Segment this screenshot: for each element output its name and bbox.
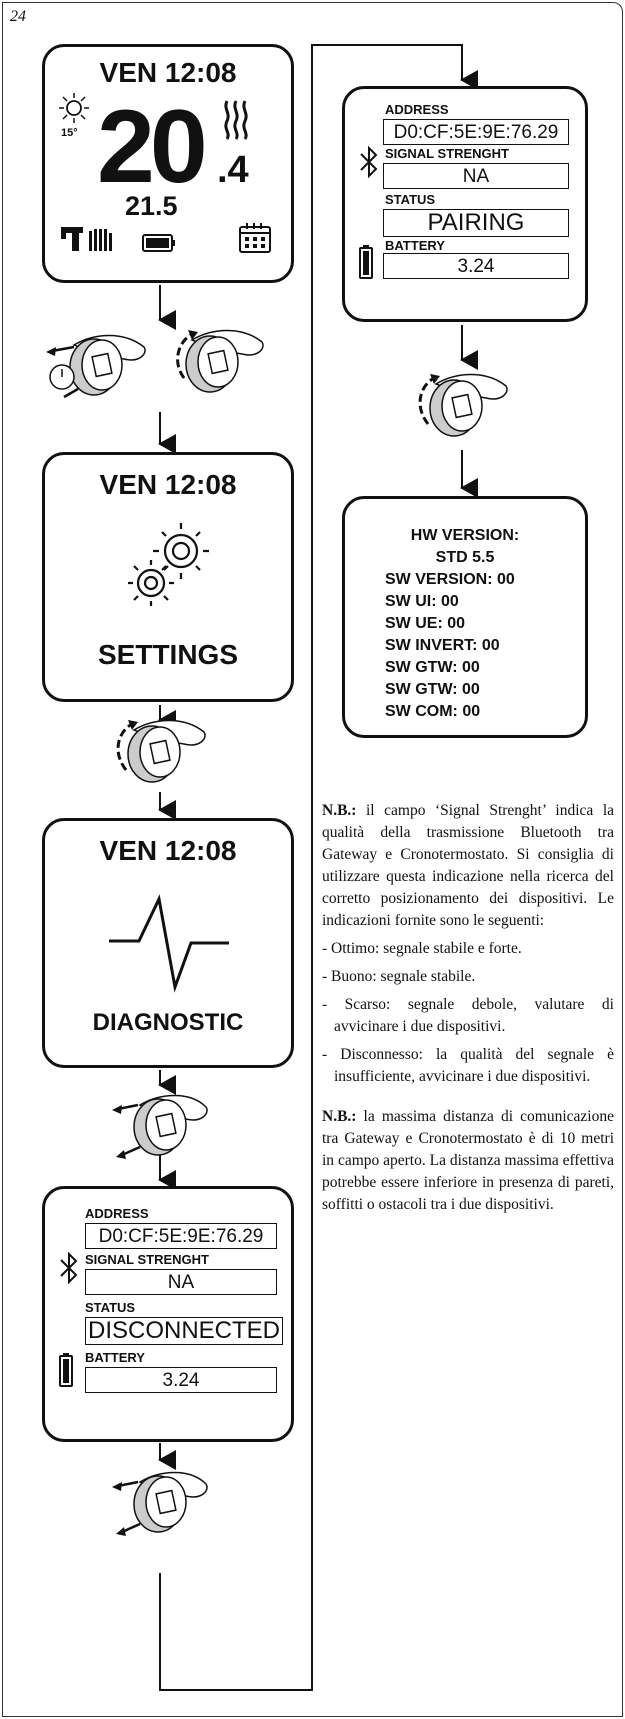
gears-icon bbox=[128, 523, 209, 606]
status-label: STATUS bbox=[385, 192, 436, 207]
bluetooth-icon bbox=[60, 1251, 78, 1285]
settings-screen: VEN 12:08 SETTINGS bbox=[42, 452, 294, 702]
setpoint-temp: 21.5 bbox=[125, 191, 178, 221]
knob-rotate-icon bbox=[176, 329, 264, 393]
list-item: - Scarso: segnale debole, valutare di av… bbox=[322, 996, 614, 1035]
signal-strength-value: NA bbox=[85, 1269, 277, 1295]
sun-icon bbox=[59, 93, 89, 123]
heating-waves-icon bbox=[224, 100, 248, 140]
battery-label: BATTERY bbox=[385, 238, 445, 253]
note-signal-strength: N.B.: il campo ‘Signal Strenght’ indica … bbox=[322, 800, 614, 932]
status-label: STATUS bbox=[85, 1300, 136, 1315]
home-screen: VEN 12:08 15° 20 .4 21.5 bbox=[42, 44, 294, 283]
battery-icon bbox=[142, 234, 175, 252]
knob-rotate-icon bbox=[116, 719, 206, 783]
signal-strength-label: SIGNAL STRENGHT bbox=[385, 146, 509, 161]
hw-version-label: HW VERSION: bbox=[410, 527, 520, 544]
status-value: PAIRING bbox=[383, 209, 569, 237]
note-label: N.B.: bbox=[322, 802, 357, 819]
battery-value: 3.24 bbox=[383, 253, 569, 279]
diagnostic-screen: VEN 12:08 DIAGNOSTIC bbox=[42, 818, 294, 1068]
knob-press-icon bbox=[112, 1471, 208, 1536]
list-item: - Disconnesso: la qualità del segnale è … bbox=[322, 1046, 614, 1085]
current-temp-integer: 20 bbox=[97, 89, 208, 205]
radiator-icon bbox=[89, 229, 112, 251]
notes-block: N.B.: il campo ‘Signal Strenght’ indica … bbox=[322, 800, 614, 1218]
diagnostic-day-time: VEN 12:08 bbox=[99, 835, 237, 866]
home-day-time: VEN 12:08 bbox=[99, 57, 237, 88]
hw-version-value: STD 5.5 bbox=[435, 549, 495, 566]
knob-press-icon bbox=[112, 1094, 208, 1159]
sw-invert-line: SW INVERT: 00 bbox=[385, 637, 500, 654]
battery-label: BATTERY bbox=[85, 1350, 145, 1365]
knob-rotate-icon bbox=[418, 373, 508, 437]
note-max-distance: N.B.: la massima distanza di comunicazio… bbox=[322, 1106, 614, 1216]
status-disconnected-screen: ADDRESS D0:CF:5E:9E:76.29 SIGNAL STRENGH… bbox=[42, 1186, 294, 1442]
boiler-tap-icon bbox=[61, 227, 83, 251]
address-label: ADDRESS bbox=[85, 1206, 149, 1221]
sw-gtw-line: SW GTW: 00 bbox=[385, 681, 480, 698]
signal-quality-list: - Ottimo: segnale stabile e forte. - Buo… bbox=[322, 938, 614, 1088]
sw-gtw-line: SW GTW: 00 bbox=[385, 659, 480, 676]
status-value: DISCONNECTED bbox=[85, 1317, 283, 1345]
address-value: D0:CF:5E:9E:76.29 bbox=[383, 119, 569, 145]
pulse-icon bbox=[109, 894, 229, 993]
status-pairing-screen: ADDRESS D0:CF:5E:9E:76.29 SIGNAL STRENGH… bbox=[342, 86, 588, 322]
note-label: N.B.: bbox=[322, 1108, 357, 1125]
bluetooth-icon bbox=[360, 145, 378, 179]
sw-com-line: SW COM: 00 bbox=[385, 703, 481, 720]
sw-version-line: SW VERSION: 00 bbox=[385, 571, 515, 588]
page-number: 24 bbox=[10, 8, 26, 25]
signal-strength-label: SIGNAL STRENGHT bbox=[85, 1252, 209, 1267]
settings-day-time: VEN 12:08 bbox=[99, 469, 237, 500]
note-text: la massima distanza di comunicazione tra… bbox=[322, 1108, 614, 1213]
outdoor-temp: 15° bbox=[61, 127, 78, 139]
battery-vertical-icon bbox=[59, 1353, 73, 1387]
knob-press-turn-icon bbox=[46, 334, 146, 399]
version-info-screen: HW VERSION: STD 5.5 SW VERSION: 00 SW UI… bbox=[342, 496, 588, 738]
sw-ue-line: SW UE: 00 bbox=[385, 615, 466, 632]
list-item: - Ottimo: segnale stabile e forte. bbox=[322, 940, 522, 957]
battery-vertical-icon bbox=[359, 245, 373, 279]
list-item: - Buono: segnale stabile. bbox=[322, 968, 476, 985]
address-label: ADDRESS bbox=[385, 102, 449, 117]
address-value: D0:CF:5E:9E:76.29 bbox=[85, 1223, 277, 1249]
calendar-icon bbox=[239, 223, 271, 253]
current-temp-decimal: .4 bbox=[217, 149, 249, 191]
settings-label: SETTINGS bbox=[97, 639, 238, 670]
battery-value: 3.24 bbox=[85, 1367, 277, 1393]
signal-strength-value: NA bbox=[383, 163, 569, 189]
note-text: il campo ‘Signal Strenght’ indica la qua… bbox=[322, 802, 614, 929]
version-info-list: HW VERSION: STD 5.5 SW VERSION: 00 SW UI… bbox=[345, 525, 585, 723]
diagnostic-label: DIAGNOSTIC bbox=[92, 1009, 244, 1036]
sw-ui-line: SW UI: 00 bbox=[385, 593, 459, 610]
